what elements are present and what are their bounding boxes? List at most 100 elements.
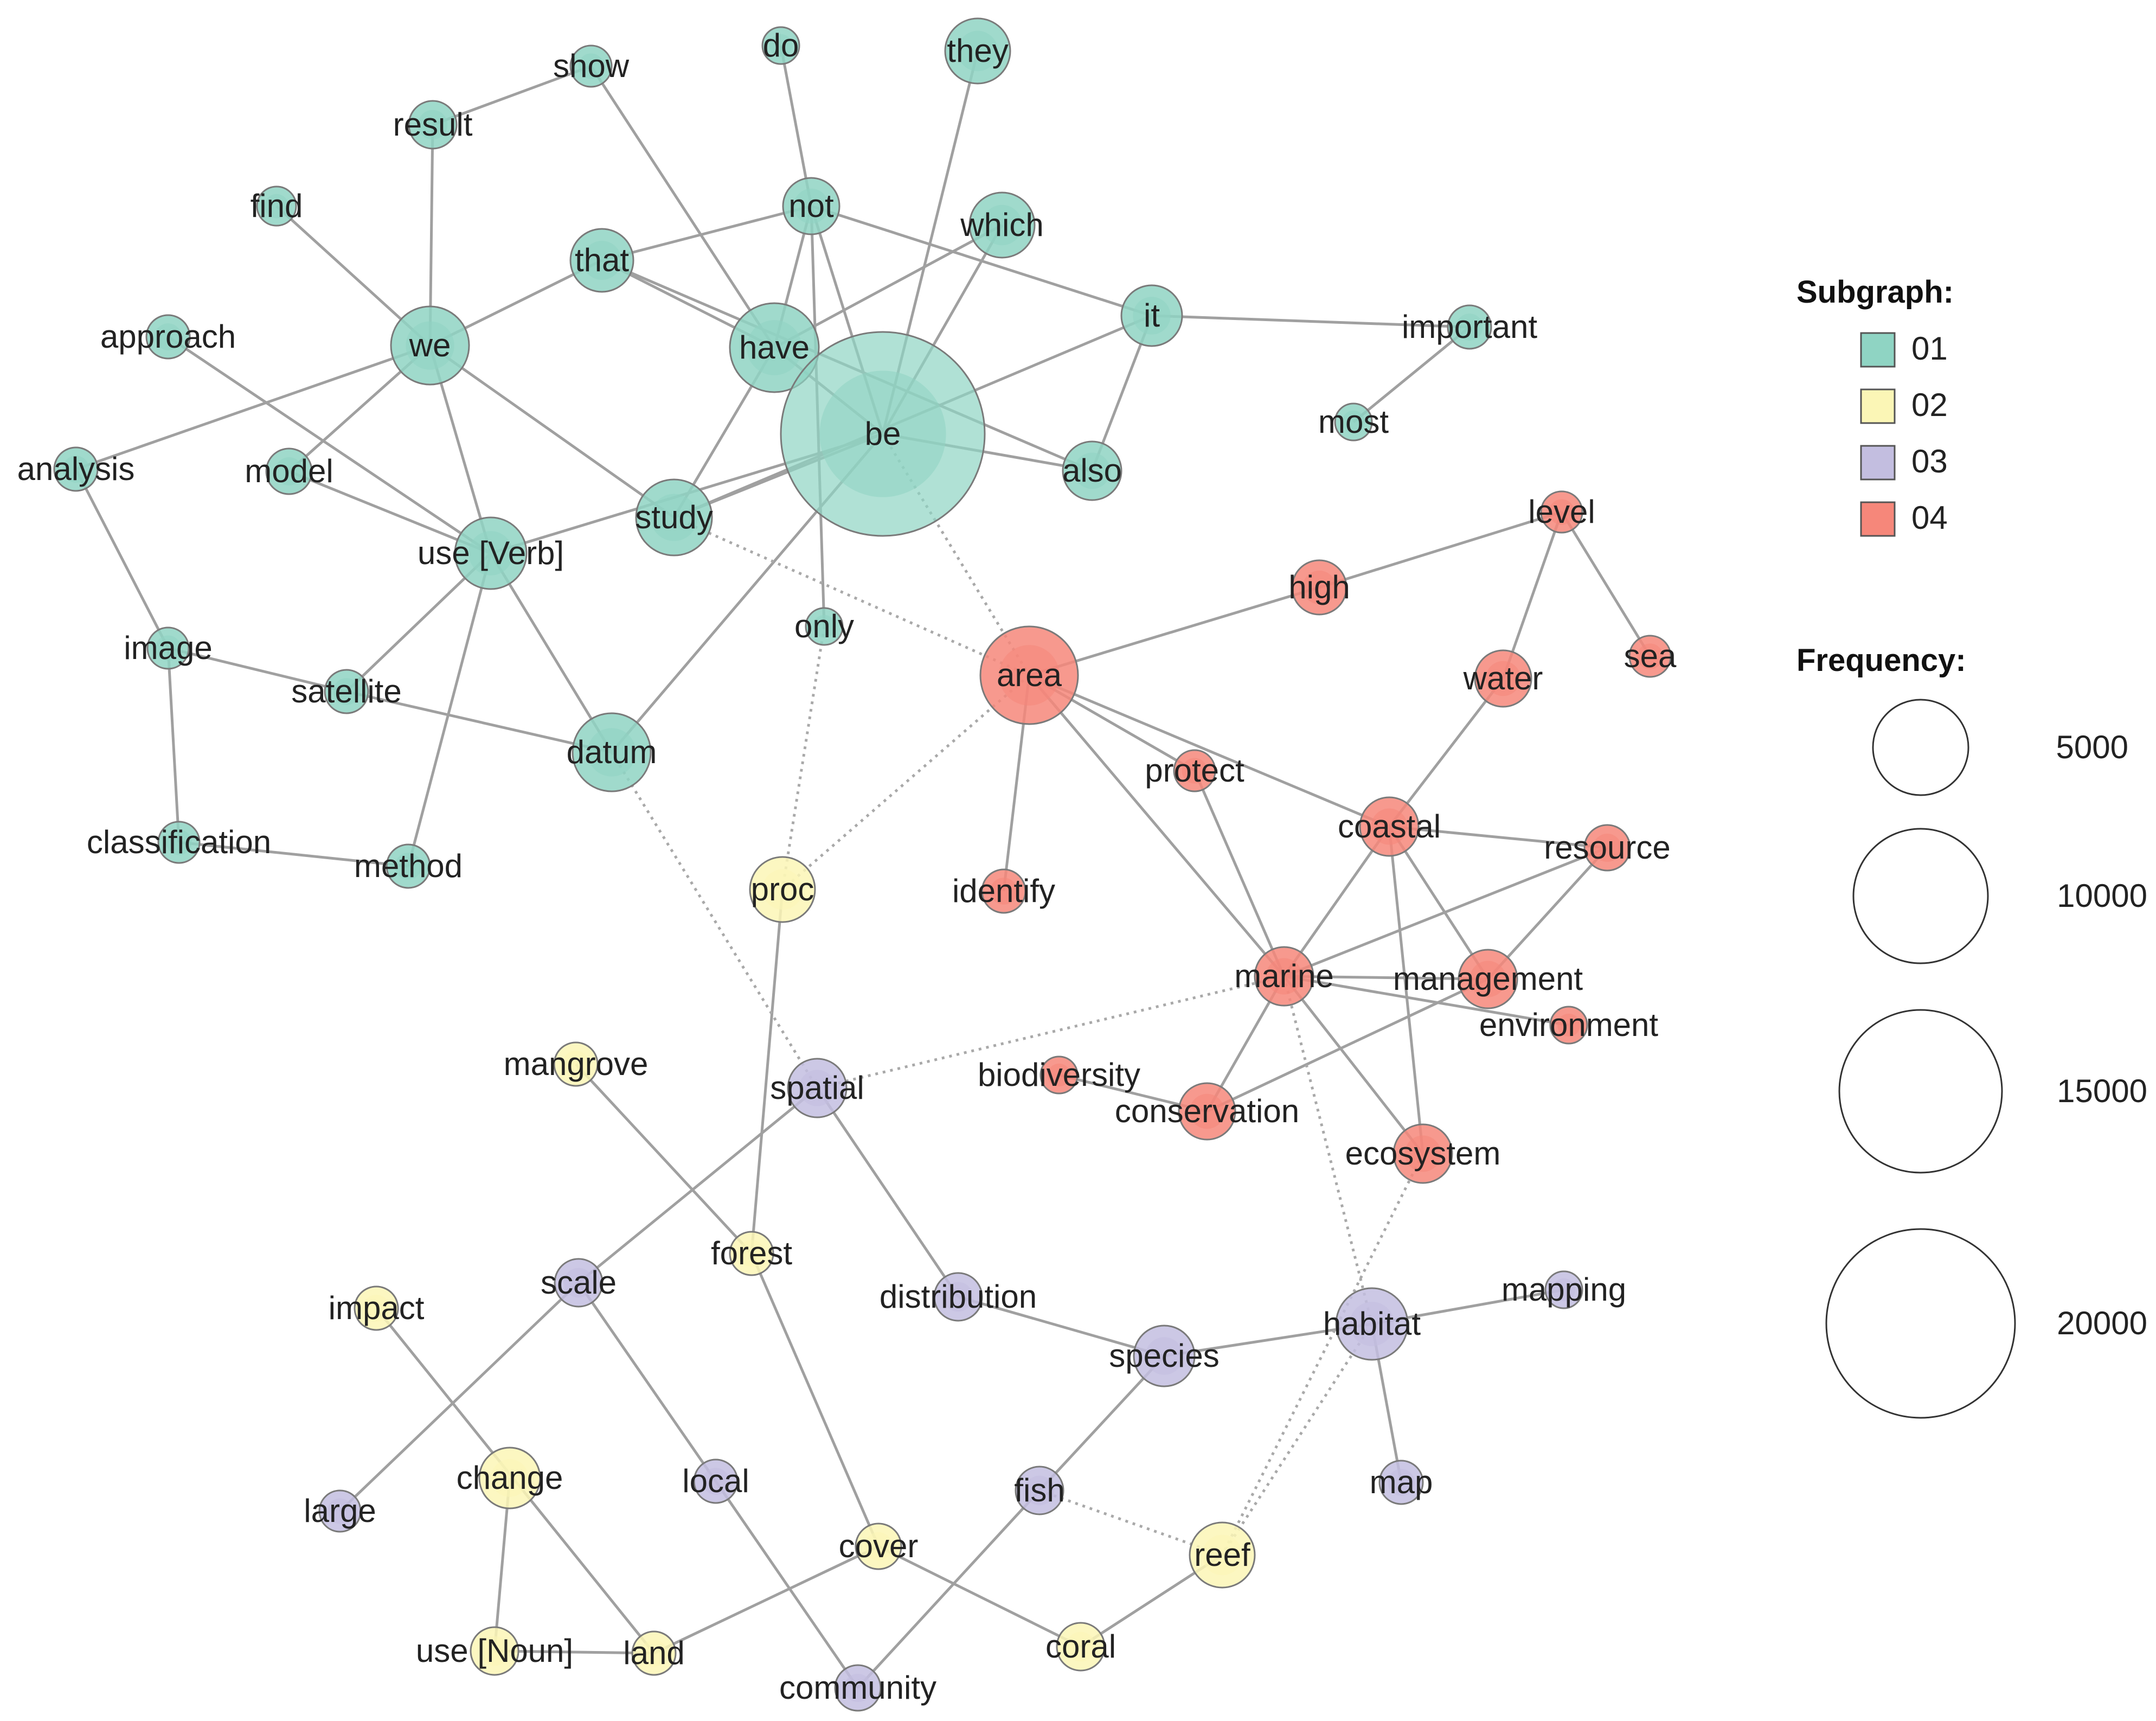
node-label-analysis: analysis <box>17 451 135 487</box>
node-core-do <box>769 34 793 57</box>
node-protect: protect <box>1145 749 1244 792</box>
node-core-environment <box>1557 1013 1581 1037</box>
node-core-species <box>1145 1337 1183 1375</box>
node-core-sea <box>1637 643 1663 669</box>
node-core-mapping <box>1552 1278 1576 1302</box>
edge-show-result <box>432 65 592 126</box>
node-label-ecosystem: ecosystem <box>1345 1135 1501 1172</box>
node-have: have <box>729 302 820 393</box>
edge-coastal-marine <box>1282 826 1391 977</box>
node-marine: marine <box>1234 946 1334 1007</box>
node-label-that: that <box>575 242 629 278</box>
node-label-high: high <box>1288 569 1350 605</box>
node-core-scale <box>563 1268 594 1298</box>
node-core-distribution <box>943 1282 973 1312</box>
legend-size-circle <box>1825 1228 2016 1419</box>
node-core-they <box>957 30 998 72</box>
node-level: level <box>1528 490 1595 534</box>
edge-scale-local <box>577 1282 717 1482</box>
node-core-image <box>155 635 181 661</box>
edge-protect-marine <box>1193 770 1286 977</box>
node-classification: classification <box>87 821 271 864</box>
node-show: show <box>553 44 630 88</box>
node-label-proc: proc <box>751 871 814 907</box>
node-label-be: be <box>865 415 901 452</box>
edge-dotted-datum-spatial <box>610 751 819 1089</box>
legend-size-label: 20000 <box>2057 1305 2147 1341</box>
node-distribution: distribution <box>880 1272 1037 1322</box>
node-core-protect <box>1182 758 1208 784</box>
node-approach: approach <box>100 314 236 360</box>
node-local: local <box>682 1458 749 1504</box>
node-image: image <box>124 626 213 670</box>
legend-size-label: 5000 <box>2056 729 2128 765</box>
node-label-it: it <box>1144 297 1160 334</box>
node-label-also: also <box>1062 452 1122 489</box>
edge-dotted-area-proc <box>781 674 1030 891</box>
legend-swatch-03 <box>1860 445 1896 481</box>
node-label-biodiversity: biodiversity <box>978 1057 1140 1093</box>
edge-scale-large <box>339 1282 580 1512</box>
node-core-habitat <box>1350 1302 1394 1346</box>
edge-important-most <box>1352 326 1471 423</box>
node-core-not <box>793 188 829 224</box>
node-core-level <box>1549 499 1575 525</box>
legend-item-04: 04 <box>1860 500 1948 537</box>
node-high: high <box>1288 559 1350 616</box>
edge-dotted-only-proc <box>781 626 826 890</box>
node-core-local <box>702 1468 729 1495</box>
node-core-map <box>1388 1469 1415 1496</box>
node-change: change <box>457 1447 563 1509</box>
edge-fish-community <box>857 1489 1041 1689</box>
edge-cover-coral <box>877 1545 1082 1648</box>
legend-size-circle <box>1838 1009 2003 1174</box>
node-core-community <box>843 1673 872 1703</box>
node-core-reef <box>1202 1534 1243 1576</box>
edge-not-that <box>601 204 812 262</box>
node-label-large: large <box>304 1493 376 1529</box>
node-map: map <box>1370 1460 1433 1505</box>
node-core-proc <box>762 869 803 910</box>
node-label-environment: environment <box>1479 1007 1659 1043</box>
edge-useverb-method <box>407 553 492 867</box>
node-label-cover: cover <box>839 1528 919 1564</box>
legend-label-02: 02 <box>1911 387 1948 423</box>
node-label-local: local <box>682 1463 749 1499</box>
edge-spatial-scale <box>578 1087 818 1284</box>
node-label-approach: approach <box>100 318 236 355</box>
node-that: that <box>569 228 634 293</box>
edge-dotted-marine-habitat <box>1282 976 1374 1325</box>
legend-item-01: 01 <box>1860 330 1948 368</box>
edge-resource-marine <box>1284 846 1608 978</box>
node-label-identify: identify <box>952 873 1055 909</box>
edge-marine-environment <box>1284 975 1569 1027</box>
node-label-method: method <box>354 848 463 884</box>
node-sea: sea <box>1624 635 1677 678</box>
node-resource: resource <box>1544 824 1671 872</box>
node-usenoun: use [Noun] <box>416 1626 573 1676</box>
node-they: they <box>944 17 1011 85</box>
node-label-distribution: distribution <box>880 1278 1037 1315</box>
node-forest: forest <box>711 1231 792 1276</box>
legend-size-circle <box>1852 828 1989 964</box>
node-core-method <box>395 853 422 880</box>
node-fish: fish <box>1014 1466 1065 1515</box>
node-core-coastal <box>1371 808 1408 845</box>
node-label-not: not <box>788 188 834 224</box>
node-model: model <box>245 447 333 495</box>
node-core-marine <box>1266 958 1302 995</box>
node-only: only <box>794 607 854 646</box>
node-conservation: conservation <box>1115 1082 1299 1141</box>
edge-satellite-datum <box>346 690 612 754</box>
node-core-show <box>578 53 604 79</box>
node-label-mangrove: mangrove <box>504 1046 649 1082</box>
edge-it-important <box>1151 314 1470 329</box>
node-core-large <box>327 1498 353 1524</box>
legend-size-label: 10000 <box>2057 878 2147 914</box>
edge-we-study <box>429 344 675 519</box>
legend-size-label: 15000 <box>2057 1073 2147 1109</box>
node-datum: datum <box>567 712 657 792</box>
legend-swatch-02 <box>1860 388 1896 424</box>
edge-area-marine <box>1028 674 1285 977</box>
node-proc: proc <box>749 856 816 923</box>
